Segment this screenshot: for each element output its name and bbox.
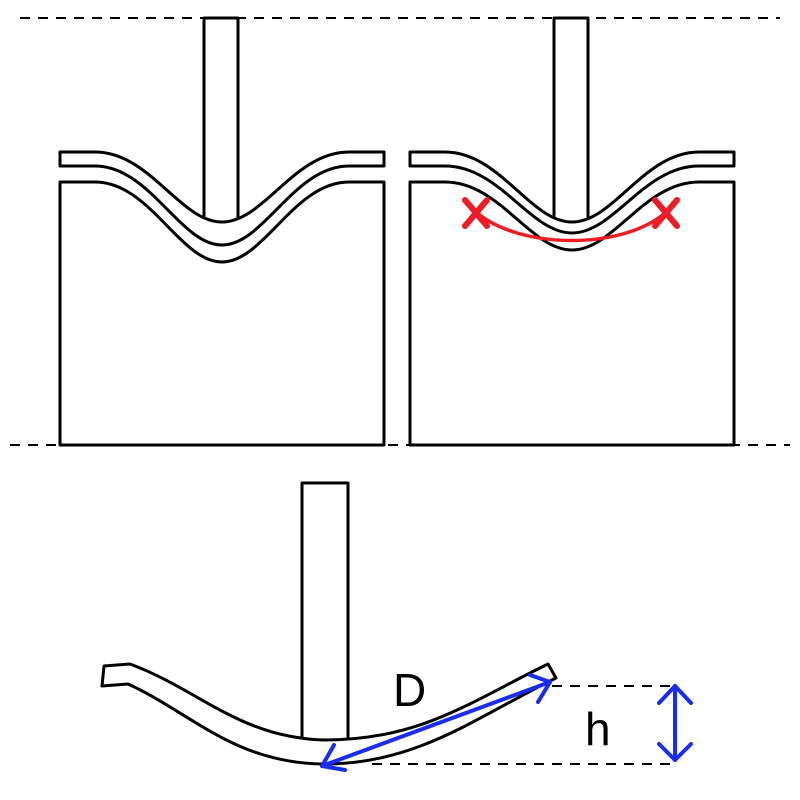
contact-arc (474, 210, 668, 243)
height-label: h (585, 703, 611, 755)
mold-block-right (408, 180, 736, 447)
height-arrow (657, 684, 693, 762)
plunger-rod-bottom (300, 481, 350, 743)
contact-point-x-right (652, 197, 680, 229)
panel-left (58, 16, 386, 447)
panel-right (408, 16, 736, 447)
contact-point-x-left (462, 197, 490, 229)
panel-bottom: D h (100, 481, 693, 772)
bent-sheet-left (58, 150, 386, 247)
chord-arrow (320, 673, 552, 772)
bent-sheet-right (408, 150, 736, 235)
plunger-rod-left (202, 16, 240, 225)
mold-block-left (58, 180, 386, 447)
plunger-rod-right (552, 16, 590, 225)
chord-label: D (393, 664, 426, 716)
